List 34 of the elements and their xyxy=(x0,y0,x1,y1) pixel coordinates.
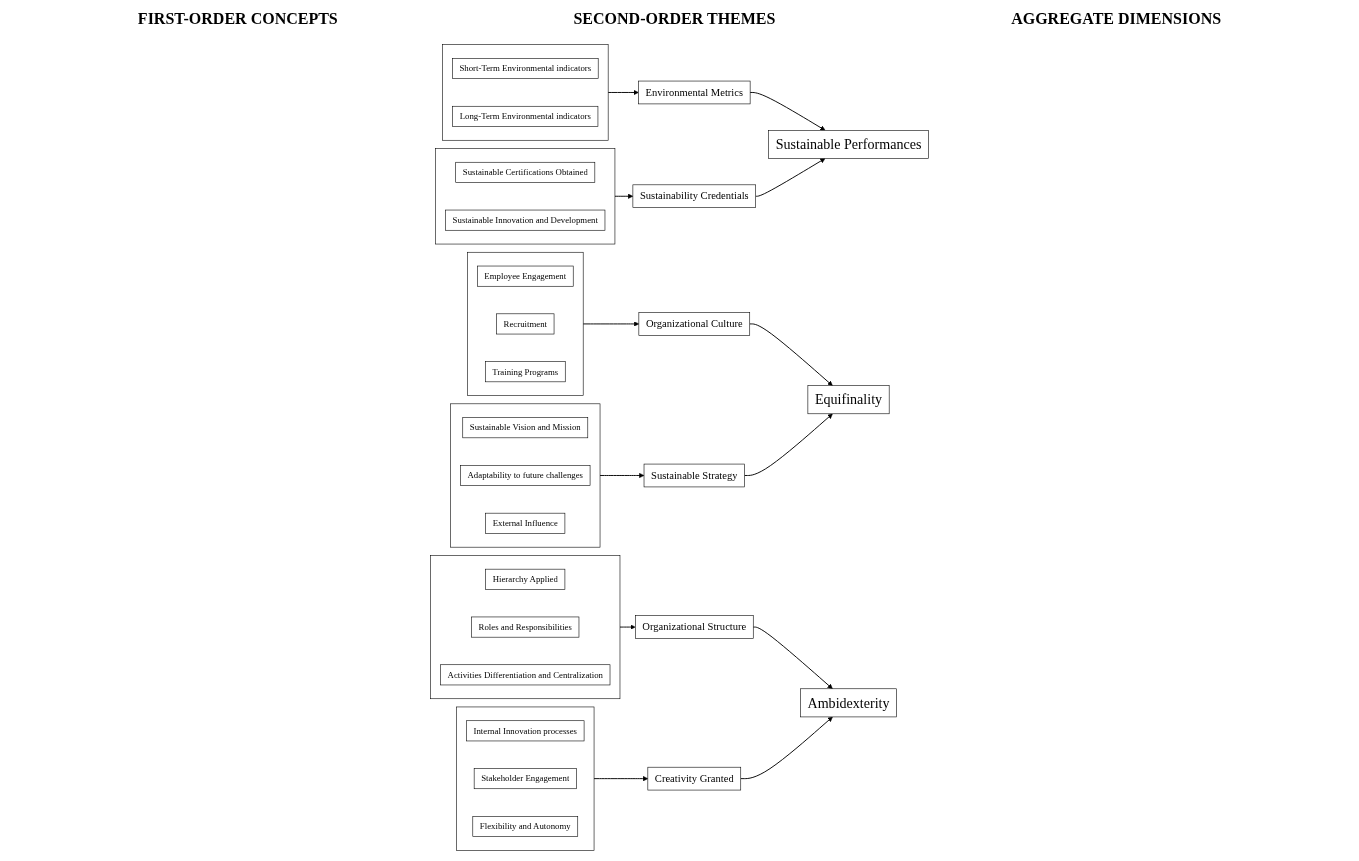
node-box: Environmental Metrics xyxy=(638,80,751,105)
node-box: Equifinality xyxy=(807,385,890,415)
node-box: Recruitment xyxy=(496,313,555,335)
node-box: Flexibility and Autonomy xyxy=(472,816,579,837)
node-box: Sustainable Certifications Obtained xyxy=(455,161,596,183)
node-box: Internal Innovation processes xyxy=(466,720,585,742)
node-box: Adaptability to future challenges xyxy=(460,465,591,486)
node-box: Activities Differentiation and Centralization xyxy=(440,664,611,686)
node-box: Organizational Structure xyxy=(635,615,754,639)
column-heading: FIRST-ORDER CONCEPTS xyxy=(137,10,338,29)
cluster xyxy=(450,403,601,548)
node-box: Hierarchy Applied xyxy=(485,568,566,590)
node-box: Sustainable Vision and Mission xyxy=(462,417,589,439)
column-heading: SECOND-ORDER THEMES xyxy=(573,10,776,29)
node-box: Creativity Granted xyxy=(647,766,742,791)
cluster xyxy=(442,44,609,141)
node-box: Organizational Culture xyxy=(638,312,751,336)
column-heading: AGGREGATE DIMENSIONS xyxy=(1011,10,1222,29)
node-box: Employee Engagement xyxy=(477,265,574,287)
node-box: Short-Term Environmental indicators xyxy=(452,58,599,79)
cluster xyxy=(456,706,595,851)
node-box: Stakeholder Engagement xyxy=(473,768,577,790)
node-box: Sustainability Credentials xyxy=(632,184,756,208)
node-box: Roles and Responsibilities xyxy=(471,616,580,638)
cluster xyxy=(430,555,621,700)
node-box: Sustainable Innovation and Development xyxy=(445,209,606,231)
node-box: Sustainable Strategy xyxy=(643,463,745,488)
node-box: Ambidexterity xyxy=(800,688,897,718)
node-box: Training Programs xyxy=(485,361,566,383)
node-box: External Influence xyxy=(485,512,566,534)
cluster xyxy=(467,251,584,396)
cluster xyxy=(435,148,616,245)
node-box: Long-Term Environmental indicators xyxy=(452,105,599,127)
node-box: Sustainable Performances xyxy=(768,130,929,159)
